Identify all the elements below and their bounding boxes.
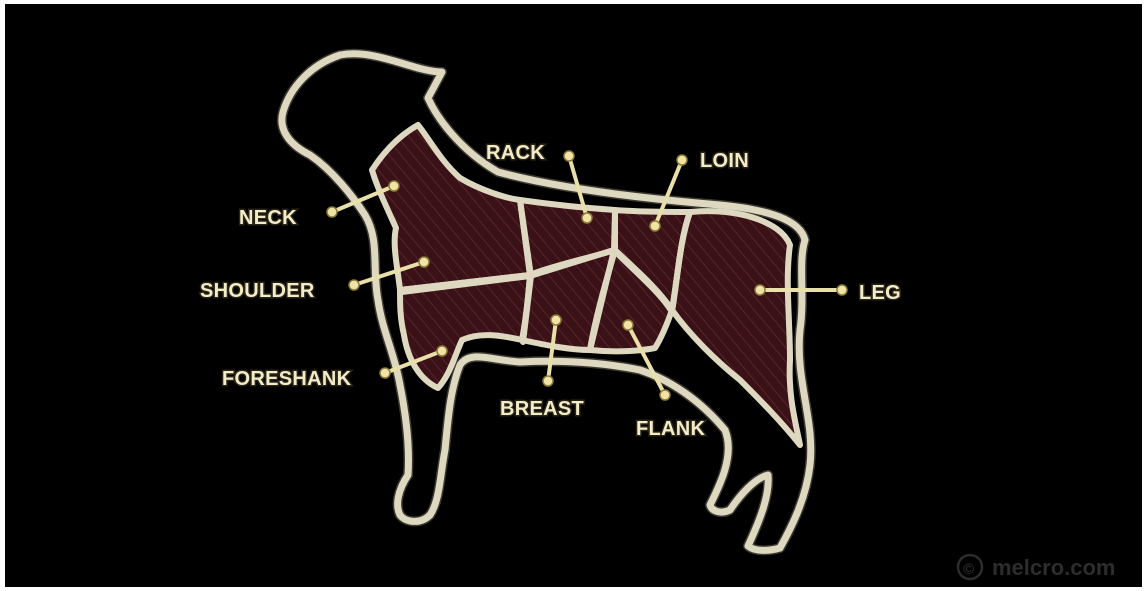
copyright-symbol: ©: [963, 561, 974, 578]
pointer-dot: [755, 285, 765, 295]
pointer-dot: [437, 346, 447, 356]
pointer-dot: [389, 181, 399, 191]
label-neck: NECK: [239, 207, 297, 229]
pointer-dot: [349, 280, 359, 290]
label-leg: LEG: [859, 282, 901, 304]
pointer-dot: [837, 285, 847, 295]
label-foreshank: FORESHANK: [222, 368, 352, 390]
pointer-dot: [660, 390, 670, 400]
pointer-dot: [419, 257, 429, 267]
pointer-dot: [380, 368, 390, 378]
pointer-dot: [623, 320, 633, 330]
label-rack: RACK: [486, 142, 545, 164]
pointer-dot: [543, 376, 553, 386]
label-flank: FLANK: [636, 418, 706, 440]
pointer-dot: [551, 315, 561, 325]
label-breast: BREAST: [500, 398, 584, 420]
pointer-dot: [677, 155, 687, 165]
pointer-dot: [582, 213, 592, 223]
watermark-text: melcro.com: [992, 555, 1116, 580]
pointer-dot: [650, 221, 660, 231]
pointer-dot: [327, 207, 337, 217]
pointer-dot: [564, 151, 574, 161]
label-shoulder: SHOULDER: [200, 280, 315, 302]
label-loin: LOIN: [700, 150, 749, 172]
